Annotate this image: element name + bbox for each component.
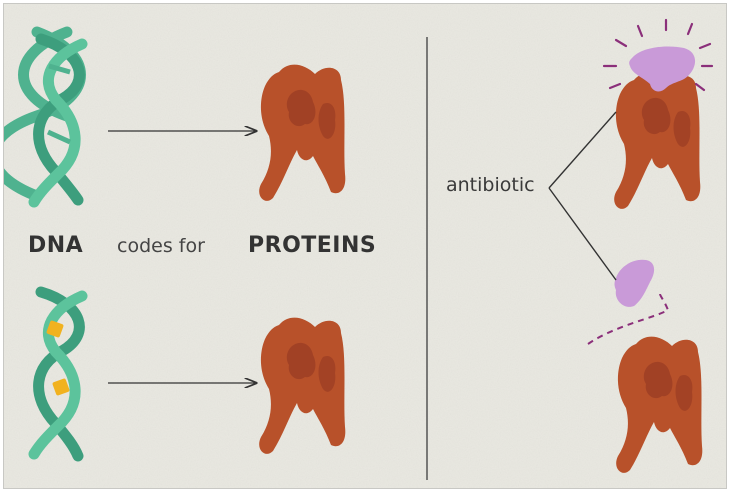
proteins-label: PROTEINS (248, 233, 376, 258)
codes-for-label: codes for (117, 235, 205, 257)
antibiotic-label: antibiotic (446, 174, 535, 196)
dna-label: DNA (28, 233, 83, 258)
illustration-frame: DNA codes for PROTEINS antibiotic (3, 3, 727, 489)
